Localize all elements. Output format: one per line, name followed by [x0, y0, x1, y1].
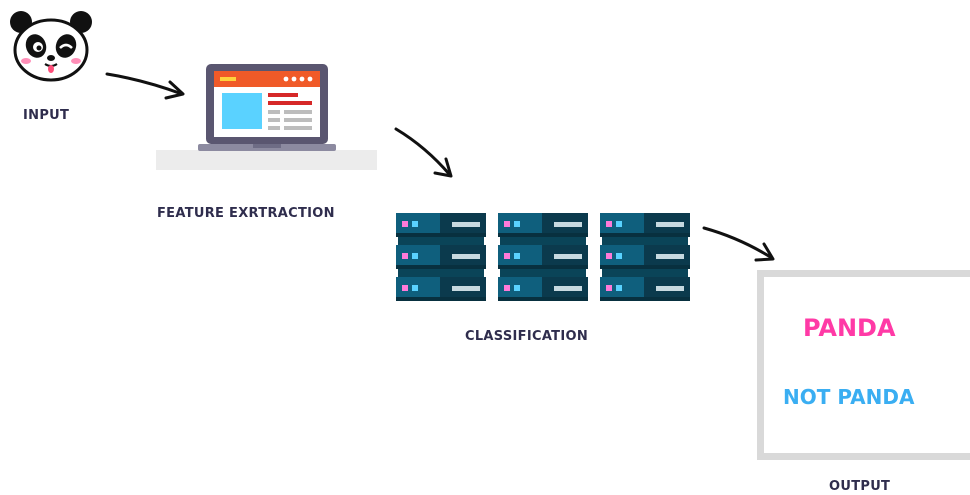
laptop-desk-shadow — [156, 150, 377, 170]
arrow-input-to-features — [105, 72, 185, 100]
panda-face-icon — [10, 11, 92, 82]
panda-class-text: PANDA — [803, 314, 896, 342]
classification-label: CLASSIFICATION — [465, 329, 589, 344]
arrow-classification-to-output — [702, 226, 775, 262]
feature-extraction-label: FEATURE EXRTRACTION — [157, 206, 335, 221]
not-panda-class-text: NOT PANDA — [783, 385, 915, 409]
output-label: OUTPUT — [829, 479, 891, 494]
input-label: INPUT — [23, 108, 70, 123]
server-rack-icon — [396, 213, 692, 305]
laptop-icon — [198, 64, 336, 151]
output-box: PANDA NOT PANDA — [757, 270, 970, 460]
arrow-features-to-classification — [394, 127, 453, 178]
